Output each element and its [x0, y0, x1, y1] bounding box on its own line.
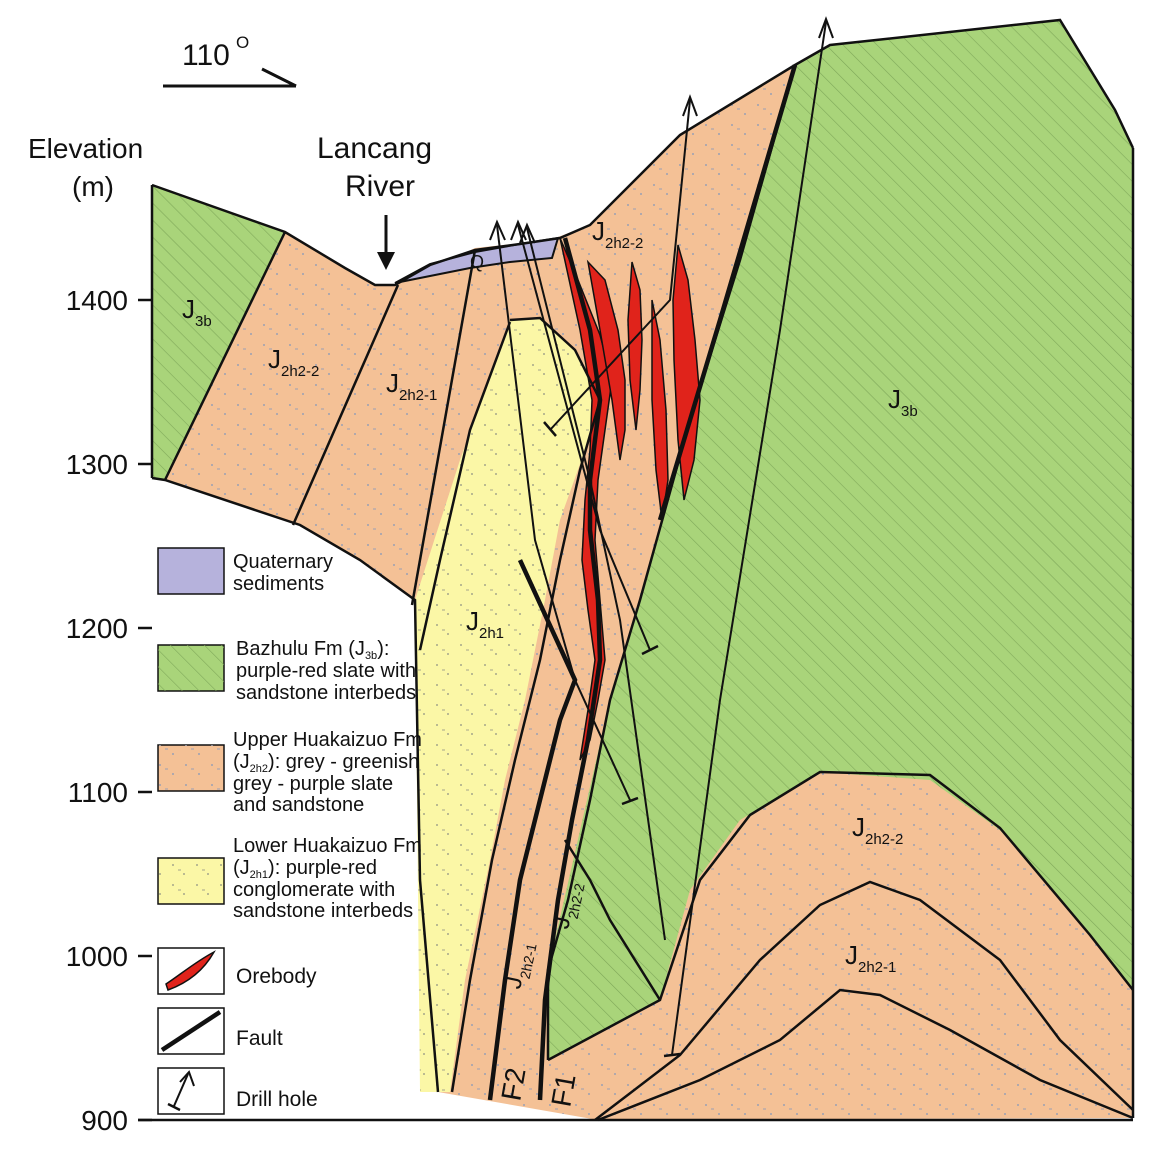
- label-quaternary: Q: [470, 252, 484, 272]
- contact-j2h22-j2h21-left: [291, 284, 400, 526]
- drill-hole-icon: [167, 1070, 195, 1112]
- legend-quaternary-line2: sediments: [233, 573, 324, 595]
- orebody-icon: [165, 950, 216, 991]
- label-j2h22-fold: J2h2-2: [852, 812, 903, 848]
- legend-lower-line1: Lower Huakaizuo Fm: [233, 835, 422, 857]
- legend-quaternary-line1: Quaternary: [233, 551, 333, 573]
- axis-tick-label: 1000: [66, 941, 128, 972]
- axis-title-line1: Elevation: [28, 133, 143, 164]
- axis-tick-label: 1100: [68, 777, 128, 808]
- drill-holes: [489, 16, 834, 1058]
- legend-upper-line2: (J2h2): grey - greenish: [233, 751, 419, 775]
- fold-lower-inner: [594, 880, 1134, 1121]
- fault-east-line: [657, 64, 798, 521]
- direction-unit: O: [236, 33, 249, 52]
- label-j3b-left: J3b: [182, 294, 212, 330]
- legend-upper-line3: grey - purple slate: [233, 773, 393, 795]
- fault-f1-line: [537, 237, 603, 1101]
- axis-ticks: 1400 1300 1200 1100 1000 900: [66, 285, 152, 1136]
- legend: Quaternary sediments Bazhulu Fm (J3b): p…: [157, 547, 422, 1115]
- orebody-lens-4: [672, 244, 701, 501]
- direction-indicator: 110 O: [163, 33, 297, 88]
- legend-lower-line4: sandstone interbeds: [233, 900, 413, 922]
- fold-lower-upper: [547, 770, 1134, 1062]
- orebody-lens-2: [627, 261, 643, 431]
- anticline-top-line: [509, 316, 602, 401]
- legend-orebody-label: Orebody: [236, 965, 317, 988]
- legend-fault-label: Fault: [236, 1027, 283, 1050]
- river-callout: Lancang River: [317, 132, 432, 270]
- contact-yellow-right: [418, 321, 512, 651]
- orebody-lens-1: [586, 259, 626, 461]
- axis-tick-label: 1200: [66, 613, 128, 644]
- label-j2h1: J2h1: [466, 606, 504, 642]
- legend-lower-line3: conglomerate with: [233, 879, 395, 901]
- drill-hole-1: [496, 224, 631, 801]
- label-j3b-right: J3b: [888, 384, 918, 420]
- legend-upper-line1: Upper Huakaizuo Fm: [233, 729, 422, 751]
- contact-j2h21-j2h1: [410, 249, 477, 606]
- contact-yellow-inner: [450, 399, 602, 1093]
- contact-j3b-right-f: [563, 839, 662, 1001]
- section-bottom-line: [597, 988, 1134, 1122]
- direction-arrow-icon: [163, 67, 297, 88]
- legend-upper-line4: and sandstone: [233, 794, 364, 816]
- section-bodies: [152, 20, 1133, 1120]
- boundaries: [150, 18, 1135, 1122]
- contact-j3b-left: [163, 231, 287, 481]
- label-fault-f2: F2: [495, 1065, 531, 1103]
- legend-bazhulu-line2: purple-red slate with: [236, 660, 416, 682]
- direction-value: 110: [182, 39, 230, 72]
- legend-bazhulu-line3: sandstone interbeds: [236, 682, 416, 704]
- axis-tick-label: 900: [81, 1105, 128, 1136]
- legend-lower-line2: (J2h1): purple-red: [233, 857, 377, 881]
- fault-icon: [160, 1010, 222, 1052]
- axis-tick-label: 1300: [66, 449, 128, 480]
- drill-hole-3: [526, 227, 666, 941]
- label-j2h21-rotated: J2h2-1: [499, 939, 539, 992]
- axis-tick-label: 1400: [66, 285, 128, 316]
- unit-labels: J3b J2h2-2 J2h2-1 J2h2-2 J3b J2h1 J2h2-2…: [182, 216, 918, 1109]
- label-fault-f1: F1: [545, 1071, 581, 1109]
- legend-swatch-quaternary: [157, 547, 225, 595]
- label-j2h21-fold: J2h2-1: [845, 940, 896, 976]
- label-j2h21-left: J2h2-1: [386, 368, 437, 404]
- legend-drill-label: Drill hole: [236, 1088, 318, 1111]
- interface-blank-white: [151, 476, 440, 1093]
- drill-hole-4: [549, 99, 691, 431]
- topography-line: [151, 18, 1135, 287]
- label-j2h22-rotated: J2h2-2: [547, 879, 587, 932]
- legend-bazhulu-line1: Bazhulu Fm (J3b):: [236, 638, 389, 662]
- label-j2h22-top: J2h2-2: [592, 216, 643, 252]
- label-j2h22-left: J2h2-2: [268, 344, 319, 380]
- axis-title-line2: (m): [72, 171, 114, 202]
- river-label-line2: River: [345, 170, 415, 203]
- elevation-axis: Elevation (m) 1400 1300 1200 1100 1000 900: [28, 133, 152, 1136]
- river-label-line1: Lancang: [317, 132, 432, 165]
- drill-hole-5: [671, 21, 827, 1056]
